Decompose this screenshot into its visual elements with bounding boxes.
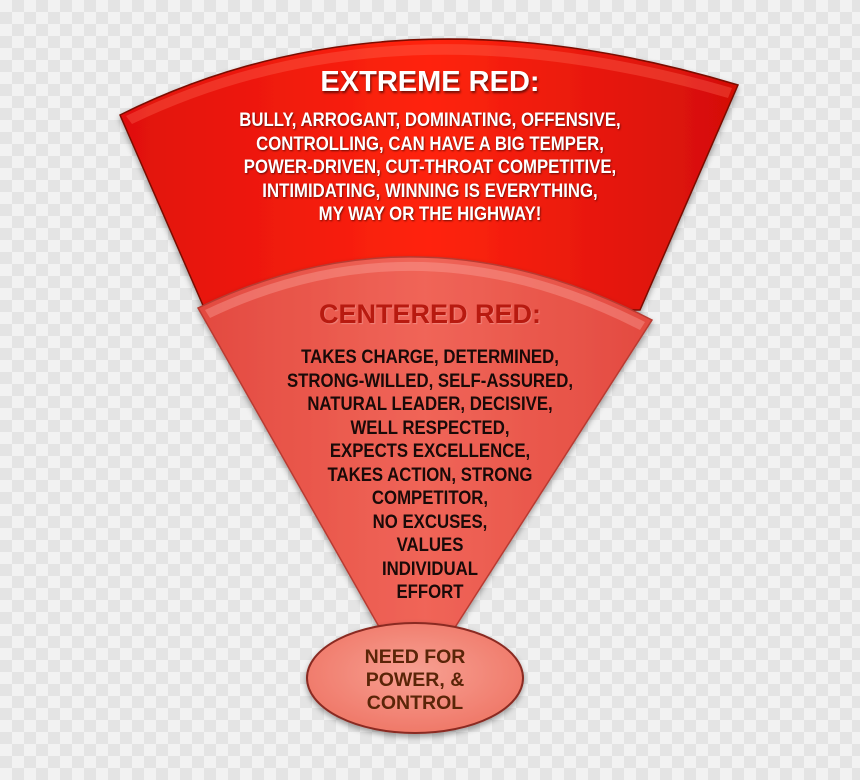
trait-line: NO EXCUSES, xyxy=(372,510,488,533)
trait-line: INTIMIDATING, WINNING IS EVERYTHING, xyxy=(262,179,598,202)
core-need-line: CONTROL xyxy=(366,692,464,714)
trait-line: BULLY, ARROGANT, DOMINATING, OFFENSIVE, xyxy=(239,109,621,131)
trait-line: NATURAL LEADER, DECISIVE, xyxy=(307,393,553,415)
extreme-red-traits: BULLY, ARROGANT, DOMINATING, OFFENSIVE, … xyxy=(60,109,800,227)
trait-line: WELL RESPECTED, xyxy=(350,416,510,439)
centered-red-band xyxy=(196,256,654,633)
trait-line: STRONG-WILLED, SELF-ASSURED, xyxy=(286,369,574,392)
extreme-red-band xyxy=(119,38,740,311)
trait-line: POWER-DRIVEN, CUT-THROAT COMPETITIVE, xyxy=(243,156,617,178)
centered-red-title: CENTERED RED: xyxy=(318,299,541,329)
centered-red-traits: TAKES CHARGE, DETERMINED, STRONG-WILLED,… xyxy=(60,346,800,605)
trait-line: VALUES xyxy=(396,534,464,556)
core-need-oval xyxy=(306,622,524,734)
trait-line: CONTROLLING, CAN HAVE A BIG TEMPER, xyxy=(256,132,604,155)
trait-line: TAKES CHARGE, DETERMINED, xyxy=(301,346,559,368)
extreme-red-title: EXTREME RED: xyxy=(320,66,540,98)
trait-line: COMPETITOR, xyxy=(371,487,489,509)
trait-line: INDIVIDUAL xyxy=(382,557,478,580)
core-need-label: NEED FOR POWER, & CONTROL xyxy=(0,646,845,715)
extreme-red-highlight xyxy=(126,44,732,124)
trait-line: EFFORT xyxy=(396,581,464,603)
core-need-line: POWER, & xyxy=(365,669,465,691)
centered-red-highlight xyxy=(205,261,645,330)
trait-line: MY WAY OR THE HIGHWAY! xyxy=(318,203,542,225)
core-need-line: NEED FOR xyxy=(364,646,466,668)
trait-line: TAKES ACTION, STRONG xyxy=(327,463,533,486)
trait-line: EXPECTS EXCELLENCE, xyxy=(329,440,531,462)
